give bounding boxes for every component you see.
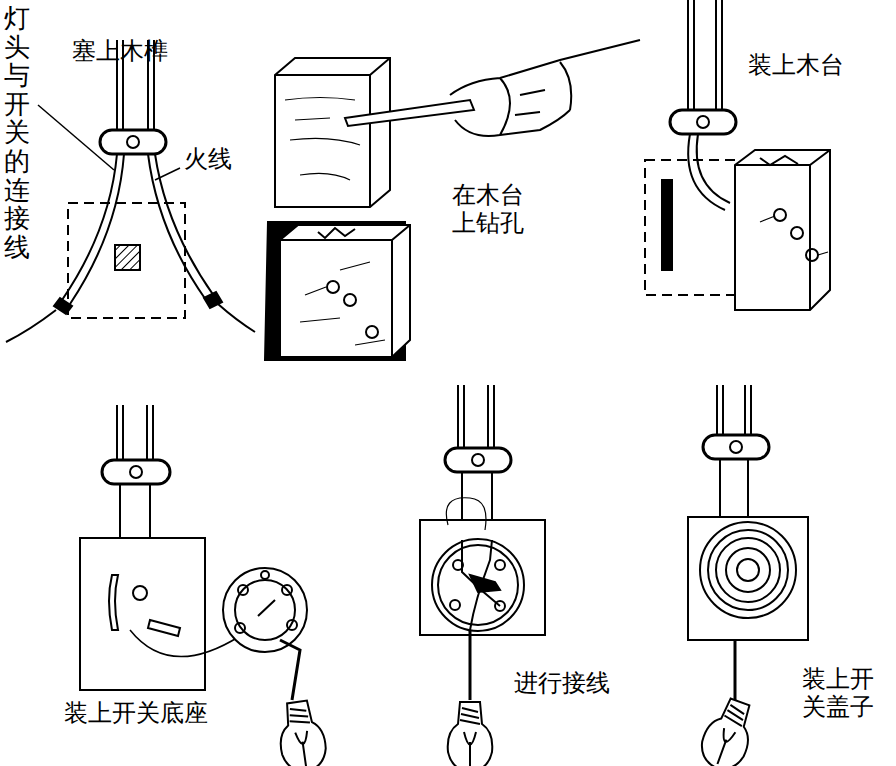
mounted-board (645, 0, 830, 310)
switch-cover (688, 385, 808, 766)
wall-wires (6, 40, 255, 342)
vertical-note: 灯头与开关的连接线 (4, 4, 30, 261)
wire-label: 火线 (184, 146, 232, 174)
wiring-step (420, 385, 545, 766)
drilling-board (265, 40, 640, 360)
step-label: 装上木台 (748, 52, 844, 80)
step-label: 在木台上钻孔 (452, 182, 530, 237)
step-label: 装上开关盖子 (802, 666, 880, 721)
step-label: 装上开关底座 (64, 700, 208, 728)
step-label: 进行接线 (514, 670, 610, 698)
step-label: 塞上木榫 (72, 38, 168, 66)
